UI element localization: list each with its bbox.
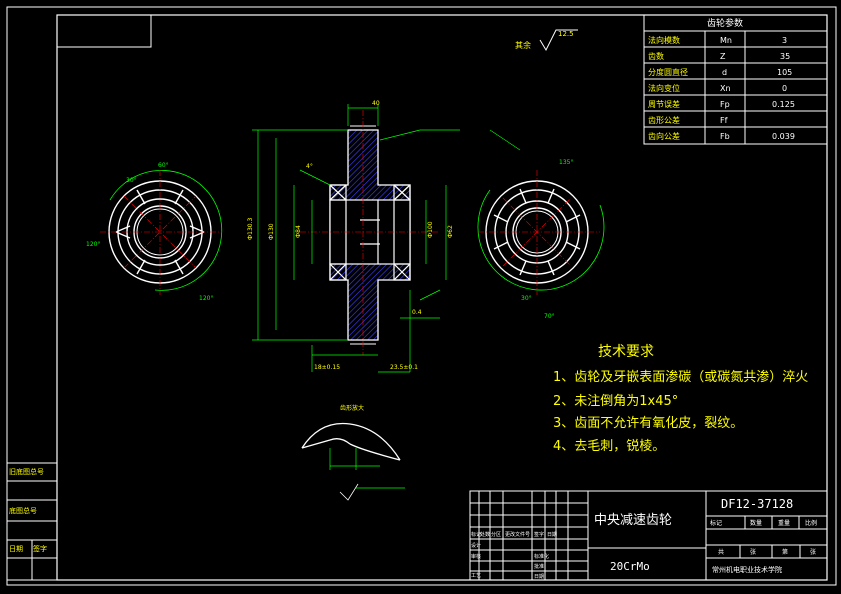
- tech-req-title: 技术要求: [598, 344, 654, 360]
- param-value: 0.039: [772, 132, 795, 141]
- param-table-title: 齿轮参数: [707, 17, 743, 29]
- dim-bore-right: Ф100: [427, 221, 434, 238]
- sign-col-3: 更改文件号: [505, 531, 530, 538]
- left-label-old: 旧底图总号: [9, 467, 44, 476]
- left-strip: [6, 462, 58, 581]
- tech-req-item-4: 4、去毛刺，锐棱。: [553, 438, 665, 454]
- param-value: 3: [782, 36, 787, 45]
- sheet-label-4: 张: [810, 548, 816, 556]
- dim-len-3: 0.4: [412, 309, 422, 316]
- left-label-sign: 签字: [33, 544, 47, 553]
- sign-row-3: 审核: [471, 553, 481, 560]
- mark-header-4: 比例: [805, 519, 817, 527]
- part-name: 中央减速齿轮: [594, 513, 672, 528]
- dim-bore-far: Ф62: [447, 225, 454, 238]
- roughness-value: 12.5: [558, 30, 574, 38]
- param-value: 105: [777, 68, 792, 77]
- right-angle-135: 135°: [559, 159, 573, 166]
- dim-outer-dia: Ф130.3: [247, 217, 254, 240]
- param-name: 法向变位: [648, 83, 680, 93]
- sign-col-1: 处数: [480, 531, 490, 538]
- sign-col-5: 日期: [547, 532, 557, 538]
- param-symbol: Z: [720, 52, 726, 61]
- sign-row-1: 标记: [471, 531, 481, 538]
- param-name: 法向模数: [648, 35, 680, 45]
- param-name: 齿形公差: [648, 115, 680, 125]
- left-angle-60: 60°: [158, 162, 169, 169]
- param-name: 周节误差: [648, 99, 680, 109]
- inner-frame: [56, 14, 828, 581]
- param-symbol: Fp: [720, 100, 730, 109]
- roughness-symbol: [539, 29, 578, 52]
- sign-col2-3: 日期: [534, 574, 544, 580]
- param-name: 分度圆直径: [648, 67, 688, 77]
- right-angle-30: 30°: [521, 295, 532, 302]
- param-value: 35: [780, 52, 790, 61]
- tech-req-item-3: 3、齿面不允许有氧化皮，裂纹。: [553, 415, 743, 431]
- left-label-base: 底图总号: [9, 506, 37, 515]
- right-angle-70: 70°: [544, 313, 555, 320]
- param-name: 齿向公差: [648, 131, 680, 141]
- dim-len-1: 18±0.15: [314, 364, 340, 371]
- sign-col2-1: 标准化: [534, 553, 549, 560]
- tech-req-item-2: 2、未注倒角为1x45°: [553, 394, 678, 409]
- school-name: 常州机电职业技术学院: [712, 565, 782, 574]
- right-end-view: [477, 170, 605, 295]
- param-symbol: Xn: [720, 84, 731, 93]
- drawing-number: DF12-37128: [721, 497, 793, 511]
- dim-pitch-dia: Ф130: [268, 223, 275, 240]
- sheet-label-2: 张: [750, 548, 756, 556]
- sign-col-4: 签字: [534, 531, 544, 538]
- param-value: 0: [782, 84, 787, 93]
- param-symbol: Mn: [720, 36, 732, 45]
- param-table-grid: [643, 14, 828, 145]
- mark-header-1: 标记: [710, 519, 722, 527]
- param-table-rows: 法向模数 Mn 3 齿数 Z 35 分度圆直径 d 105 法向变位 Xn 0 …: [648, 35, 795, 141]
- left-angle-120a: 120°: [86, 241, 100, 248]
- tooth-detail: [301, 422, 405, 501]
- outer-frame: [6, 6, 837, 586]
- dim-len-2: 23.5±0.1: [390, 364, 418, 371]
- left-angle-30: 30°: [126, 177, 137, 184]
- dim-chamfer: 4°: [306, 163, 313, 170]
- dim-hub-dia: Ф84: [295, 225, 302, 238]
- sign-col-2: 分区: [491, 531, 501, 538]
- corner-box: [56, 14, 152, 48]
- param-symbol: Fb: [720, 132, 730, 141]
- left-label-date: 日期: [9, 545, 23, 553]
- left-angle-120b: 120°: [199, 295, 213, 302]
- sheet-label-3: 第: [782, 548, 788, 556]
- dim-face-width: 40: [372, 100, 380, 107]
- sign-row-4: 工艺: [471, 573, 481, 579]
- param-name: 齿数: [648, 51, 664, 61]
- title-block-grid: [469, 490, 828, 581]
- mark-header-2: 数量: [750, 519, 762, 527]
- sign-col2-2: 批准: [534, 563, 544, 570]
- sheet-label-1: 共: [718, 548, 724, 556]
- param-symbol: d: [722, 68, 727, 77]
- left-end-view: [100, 170, 223, 295]
- tech-req-item-1: 1、齿轮及牙嵌表面渗碳（或碳氮共渗）淬火: [553, 370, 808, 385]
- sign-row-2: 设计: [471, 542, 481, 549]
- param-symbol: Ff: [720, 116, 728, 125]
- detail-label: 齿形放大: [340, 404, 364, 412]
- mark-header-3: 重量: [778, 519, 790, 527]
- material: 20CrMo: [610, 560, 650, 573]
- right-leader: [489, 129, 521, 151]
- dimension-lines: [252, 104, 460, 373]
- param-value: 0.125: [772, 100, 795, 109]
- surface-others-label: 其余: [515, 40, 531, 50]
